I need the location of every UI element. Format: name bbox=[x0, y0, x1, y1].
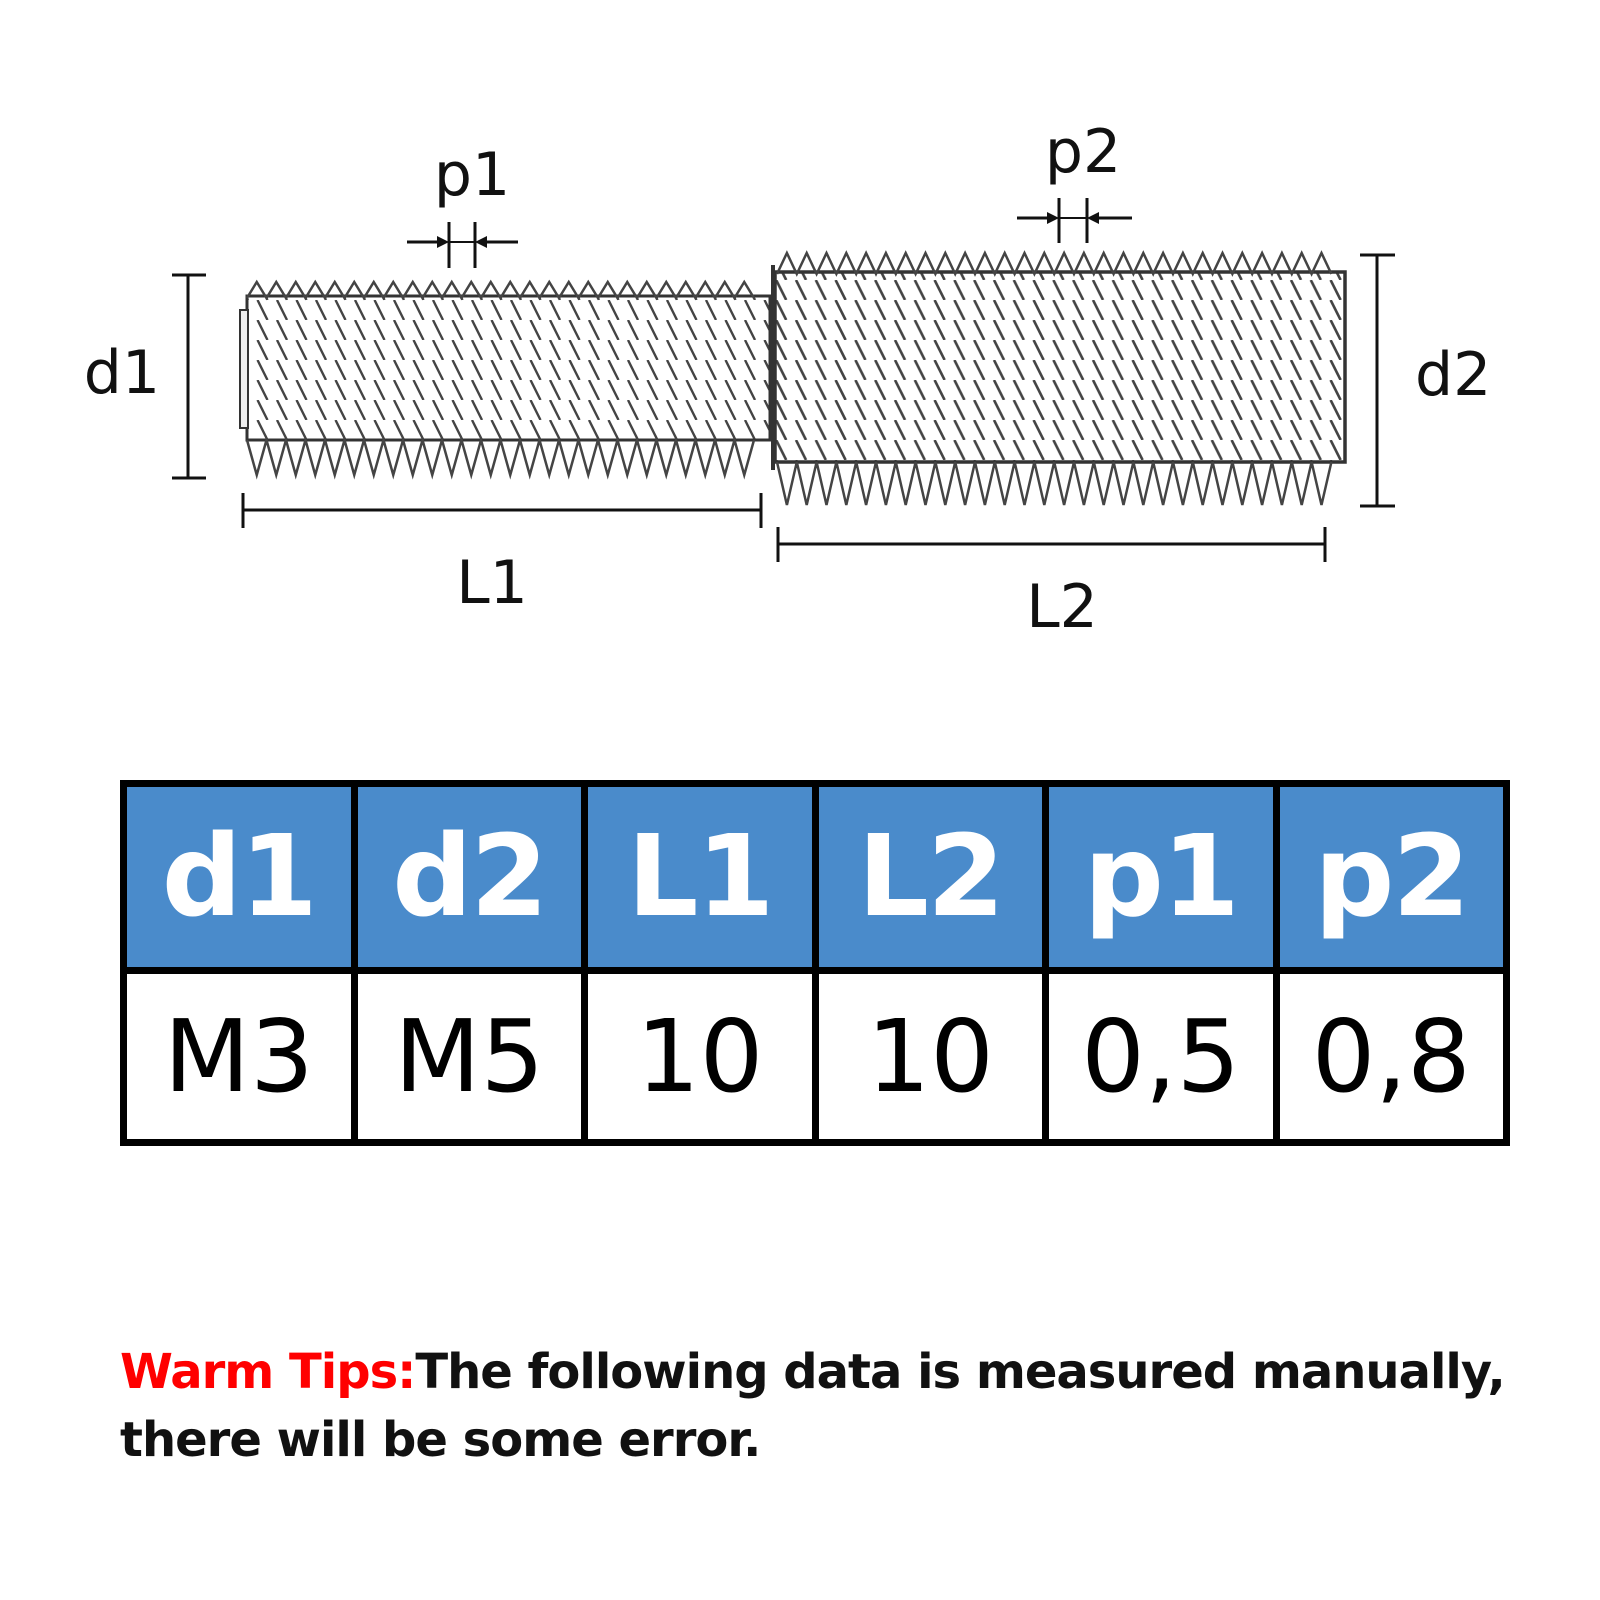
value-p1: 0,5 bbox=[1042, 967, 1280, 1146]
value-d2: M5 bbox=[350, 967, 588, 1146]
small-thread-crest-bottom bbox=[245, 435, 756, 480]
L1-dimension: L1 bbox=[241, 493, 763, 618]
large-thread-crest-bottom bbox=[775, 461, 1333, 506]
header-d1: d1 bbox=[120, 780, 358, 974]
p2-pitch-marker: p2 bbox=[1017, 117, 1132, 243]
value-L2: 10 bbox=[811, 967, 1049, 1146]
threaded-stud-diagram: d1 d2 L1 L2 bbox=[84, 117, 1492, 642]
large-thread-section bbox=[771, 250, 1347, 506]
d1-label: d1 bbox=[84, 338, 160, 408]
d2-label: d2 bbox=[1415, 340, 1491, 410]
header-d2: d2 bbox=[350, 780, 588, 974]
table-row: M3 M5 10 10 0,5 0,8 bbox=[120, 967, 1510, 1146]
value-L1: 10 bbox=[581, 967, 819, 1146]
d1-dimension: d1 bbox=[84, 273, 206, 480]
value-d1: M3 bbox=[120, 967, 358, 1146]
warm-tips-label: Warm Tips: bbox=[120, 1344, 416, 1400]
warm-tips-text: The following data is measured manually,… bbox=[120, 1344, 1506, 1468]
specification-table: d1 d2 L1 L2 p1 p2 M3 M5 10 10 0,5 0,8 bbox=[120, 780, 1510, 1146]
p2-label: p2 bbox=[1045, 117, 1121, 187]
L1-label: L1 bbox=[456, 548, 528, 618]
header-L1: L1 bbox=[581, 780, 819, 974]
L2-label: L2 bbox=[1026, 572, 1098, 642]
small-thread-section bbox=[239, 279, 772, 480]
small-thread-crest-top bbox=[245, 279, 756, 301]
header-p1: p1 bbox=[1042, 780, 1280, 974]
p1-label: p1 bbox=[434, 140, 510, 210]
header-L2: L2 bbox=[811, 780, 1049, 974]
p1-pitch-marker: p1 bbox=[407, 140, 518, 268]
L2-dimension: L2 bbox=[776, 527, 1327, 642]
large-thread-crest-top bbox=[775, 250, 1333, 277]
table-header-row: d1 d2 L1 L2 p1 p2 bbox=[120, 780, 1510, 974]
value-p2: 0,8 bbox=[1272, 967, 1510, 1146]
header-p2: p2 bbox=[1272, 780, 1510, 974]
d2-dimension: d2 bbox=[1360, 253, 1491, 508]
warm-tips-note: Warm Tips:The following data is measured… bbox=[120, 1338, 1520, 1474]
